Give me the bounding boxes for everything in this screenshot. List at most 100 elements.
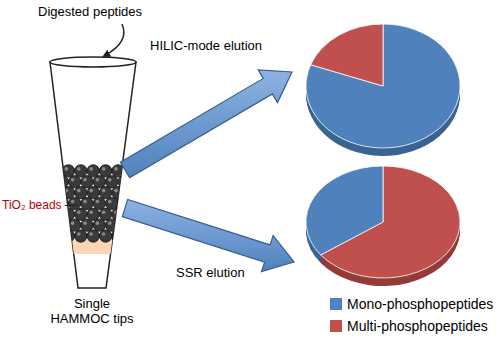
bead-highlight	[114, 189, 118, 193]
bead-highlight	[89, 211, 93, 215]
bead	[112, 208, 124, 220]
bead	[68, 197, 80, 209]
bead	[99, 230, 111, 242]
bead-highlight	[96, 221, 100, 225]
bead	[81, 219, 93, 231]
bead	[99, 165, 111, 177]
bead	[68, 219, 80, 231]
bead	[112, 230, 124, 242]
tip-caption: Single HAMMOC tips	[47, 296, 137, 326]
bead	[68, 176, 80, 188]
legend-swatch	[330, 298, 342, 310]
bead	[62, 186, 74, 198]
bead-highlight	[108, 200, 112, 204]
bead-highlight	[127, 232, 131, 236]
bead-highlight	[114, 232, 118, 236]
bead	[99, 208, 111, 220]
bead	[56, 176, 68, 188]
bead	[93, 219, 105, 231]
bead-highlight	[127, 189, 131, 193]
bead-highlight	[96, 178, 100, 182]
bead	[62, 208, 74, 220]
tip-rim	[50, 57, 136, 67]
bead-highlight	[77, 232, 81, 236]
bead-highlight	[89, 232, 93, 236]
bead	[87, 165, 99, 177]
bead-highlight	[77, 189, 81, 193]
bead-highlight	[71, 200, 75, 204]
bead	[124, 230, 136, 242]
bead	[124, 186, 136, 198]
legend-text: Multi-phosphopeptides	[347, 318, 488, 334]
bead-highlight	[108, 221, 112, 225]
block-arrow	[120, 70, 292, 178]
input-arrow	[104, 24, 124, 56]
bead-highlight	[89, 189, 93, 193]
bead-highlight	[65, 167, 69, 171]
bead	[93, 176, 105, 188]
legend-swatch	[330, 320, 342, 332]
elution-label: SSR elution	[176, 265, 245, 280]
bead	[81, 176, 93, 188]
bead	[87, 186, 99, 198]
pie-charts	[306, 24, 460, 286]
bead-highlight	[120, 178, 124, 182]
bead	[87, 230, 99, 242]
bead	[62, 230, 74, 242]
pie-slice	[306, 166, 383, 255]
bead-highlight	[83, 200, 87, 204]
pipette-tip	[50, 62, 136, 288]
bead-highlight	[102, 167, 106, 171]
bead	[99, 186, 111, 198]
bead	[87, 208, 99, 220]
bead	[62, 165, 74, 177]
bead-highlight	[65, 189, 69, 193]
bead-highlight	[96, 200, 100, 204]
bead	[93, 197, 105, 209]
pie-slice	[311, 24, 383, 86]
bead	[50, 165, 62, 177]
bead-highlight	[102, 211, 106, 215]
bead-highlight	[114, 167, 118, 171]
bead-highlight	[58, 221, 62, 225]
bead-highlight	[77, 167, 81, 171]
bead	[50, 230, 62, 242]
block-arrow	[122, 199, 294, 271]
bead	[106, 176, 118, 188]
bead	[75, 165, 87, 177]
elution-label: HILIC-mode elution	[150, 38, 262, 53]
bead	[75, 208, 87, 220]
bead-highlight	[77, 211, 81, 215]
bead-highlight	[83, 221, 87, 225]
elution-arrows	[120, 70, 294, 272]
bead-highlight	[102, 232, 106, 236]
bead	[106, 219, 118, 231]
pie-slice	[306, 24, 460, 148]
bead-highlight	[71, 221, 75, 225]
legend-text: Mono-phosphopeptides	[347, 296, 493, 312]
bead	[56, 219, 68, 231]
bead-highlight	[52, 232, 56, 236]
callout-label: TiO₂ beads	[2, 198, 62, 213]
bead-highlight	[120, 200, 124, 204]
leader-line	[65, 205, 78, 206]
bead-highlight	[114, 211, 118, 215]
bead	[106, 197, 118, 209]
bead-highlight	[108, 178, 112, 182]
bead-highlight	[83, 178, 87, 182]
bead-highlight	[120, 221, 124, 225]
input-label: Digested peptides	[38, 4, 142, 19]
bead-highlight	[102, 189, 106, 193]
bead	[112, 186, 124, 198]
bead	[81, 197, 93, 209]
bead-highlight	[89, 167, 93, 171]
bead-highlight	[65, 211, 69, 215]
bead	[75, 186, 87, 198]
bead-highlight	[71, 178, 75, 182]
bead-highlight	[65, 232, 69, 236]
bead	[118, 176, 130, 188]
bead-highlight	[52, 189, 56, 193]
bead	[75, 230, 87, 242]
bead-highlight	[52, 167, 56, 171]
bead	[118, 219, 130, 231]
